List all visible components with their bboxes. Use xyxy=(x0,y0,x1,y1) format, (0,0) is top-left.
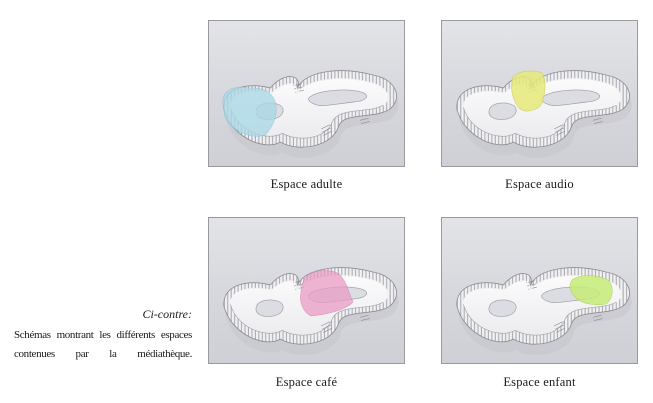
figure-espace-cafe xyxy=(208,217,405,364)
highlight-zone-cafe xyxy=(300,270,354,317)
highlight-zone-adulte xyxy=(222,86,277,137)
building-model-render xyxy=(456,70,633,159)
side-note-title: Ci-contre: xyxy=(142,307,192,321)
highlight-zone-audio xyxy=(511,70,546,112)
building-model-render xyxy=(456,267,633,356)
caption-espace-cafe: Espace café xyxy=(275,375,338,389)
figure-espace-enfant xyxy=(441,217,638,364)
side-note: Ci-contre: Schémas montrant les différen… xyxy=(14,305,192,364)
building-model-render xyxy=(222,70,400,159)
figure-espace-adulte xyxy=(208,20,405,167)
caption-espace-enfant: Espace enfant xyxy=(503,375,576,389)
figure-espace-audio xyxy=(441,20,638,167)
side-note-body: Schémas montrant les différents espaces … xyxy=(14,329,192,360)
highlight-zone-enfant xyxy=(569,275,613,306)
caption-espace-audio: Espace audio xyxy=(505,177,574,191)
building-model-render xyxy=(223,267,400,356)
caption-espace-adulte: Espace adulte xyxy=(270,177,343,191)
